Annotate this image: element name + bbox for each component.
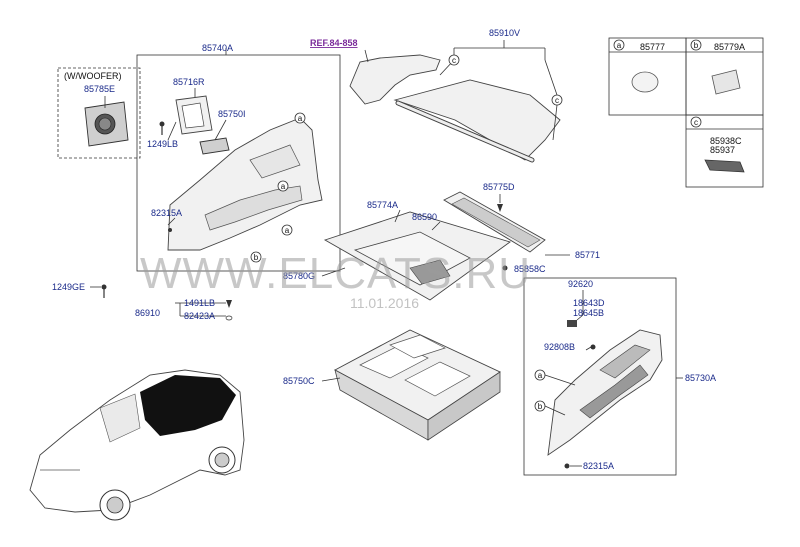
woofer-box bbox=[57, 67, 141, 159]
label-82423A: 82423A bbox=[184, 311, 215, 321]
quarter-trim-85730A-part bbox=[547, 329, 663, 456]
label-92808B: 92808B bbox=[544, 342, 575, 352]
clip-85775D-part bbox=[497, 204, 503, 212]
svg-text:b: b bbox=[538, 402, 543, 411]
woofer-speaker-part bbox=[84, 101, 129, 147]
clip-85779A-part bbox=[711, 69, 741, 95]
sill-trim-85771-part bbox=[443, 191, 546, 253]
label-82315A-top: 82315A bbox=[151, 208, 182, 218]
label-85750I: 85750I bbox=[218, 109, 246, 119]
legend-c-letter: c bbox=[694, 118, 698, 127]
vehicle-illustration bbox=[29, 369, 245, 521]
bulb-92808B-part bbox=[590, 344, 596, 350]
label-85740A: 85740A bbox=[202, 43, 233, 53]
assembly-frame-right bbox=[523, 277, 677, 476]
label-85775D: 85775D bbox=[483, 182, 515, 192]
svg-text:a: a bbox=[285, 226, 290, 235]
label-85858C: 85858C bbox=[514, 264, 546, 274]
marker-a-4: a bbox=[534, 369, 546, 381]
legend-c-part2: 85937 bbox=[710, 145, 735, 155]
label-85780G: 85780G bbox=[283, 271, 315, 281]
label-82315A-bottom: 82315A bbox=[583, 461, 614, 471]
svg-text:a: a bbox=[281, 182, 286, 191]
label-86590: 86590 bbox=[412, 212, 437, 222]
ref-link-84-858[interactable]: REF.84-858 bbox=[310, 38, 358, 48]
plug-85777-part bbox=[631, 71, 659, 93]
bracket-85716R-part bbox=[175, 95, 213, 135]
label-18643D: 18643D bbox=[573, 298, 605, 308]
grille-85750I-part bbox=[199, 137, 230, 155]
legend-a-letter: a bbox=[617, 41, 622, 50]
legend-a-part: 85777 bbox=[640, 42, 665, 52]
label-85785E: 85785E bbox=[84, 84, 115, 94]
marker-a-2: a bbox=[277, 180, 289, 192]
screw-1249GE-part bbox=[101, 284, 107, 298]
marker-b-2: b bbox=[534, 400, 546, 412]
label-85716R: 85716R bbox=[173, 77, 205, 87]
marker-b-1: b bbox=[250, 251, 262, 263]
legend-b-part: 85779A bbox=[714, 42, 745, 52]
marker-a-1: a bbox=[294, 112, 306, 124]
clip-85858C-part bbox=[502, 265, 508, 271]
quarter-trim-panel-part bbox=[167, 117, 323, 251]
label-85774A: 85774A bbox=[367, 200, 398, 210]
label-85771: 85771 bbox=[575, 250, 600, 260]
svg-text:c: c bbox=[555, 96, 559, 105]
svg-text:c: c bbox=[452, 56, 456, 65]
label-92620: 92620 bbox=[568, 279, 593, 289]
watermark-date: 11.01.2016 bbox=[350, 295, 419, 311]
marker-c-1: c bbox=[448, 54, 460, 66]
svg-text:b: b bbox=[254, 253, 259, 262]
label-85910V: 85910V bbox=[489, 28, 520, 38]
svg-text:a: a bbox=[538, 371, 543, 380]
marker-c-2: c bbox=[551, 94, 563, 106]
luggage-net-85780G-part bbox=[353, 231, 471, 286]
label-18645B: 18645B bbox=[573, 308, 604, 318]
legend-b-letter: b bbox=[694, 41, 699, 50]
legend-boxes bbox=[608, 37, 764, 188]
label-1249LB: 1249LB bbox=[147, 139, 178, 149]
screw-82315A-part bbox=[564, 463, 570, 469]
label-1491LB: 1491LB bbox=[184, 298, 215, 308]
marker-a-3: a bbox=[281, 224, 293, 236]
assembly-frame-left bbox=[136, 54, 341, 272]
label-85750C: 85750C bbox=[283, 376, 315, 386]
watermark: WWW.ELCATS.RU bbox=[140, 249, 531, 298]
label-86910: 86910 bbox=[135, 308, 160, 318]
label-1249GE: 1249GE bbox=[52, 282, 85, 292]
screw-1249LB-part bbox=[159, 121, 165, 135]
woofer-box-label: (W/WOOFER) bbox=[64, 71, 122, 81]
clip-1491LB-part bbox=[225, 300, 233, 321]
legend-c-part1: 85938C bbox=[710, 136, 742, 146]
label-85730A: 85730A bbox=[685, 373, 716, 383]
luggage-cover-85910V-part bbox=[349, 54, 561, 163]
svg-text:a: a bbox=[298, 114, 303, 123]
connector-92620-part bbox=[567, 320, 577, 327]
hook-85938C-part bbox=[704, 159, 745, 173]
luggage-tray-85750C-part bbox=[334, 329, 501, 441]
